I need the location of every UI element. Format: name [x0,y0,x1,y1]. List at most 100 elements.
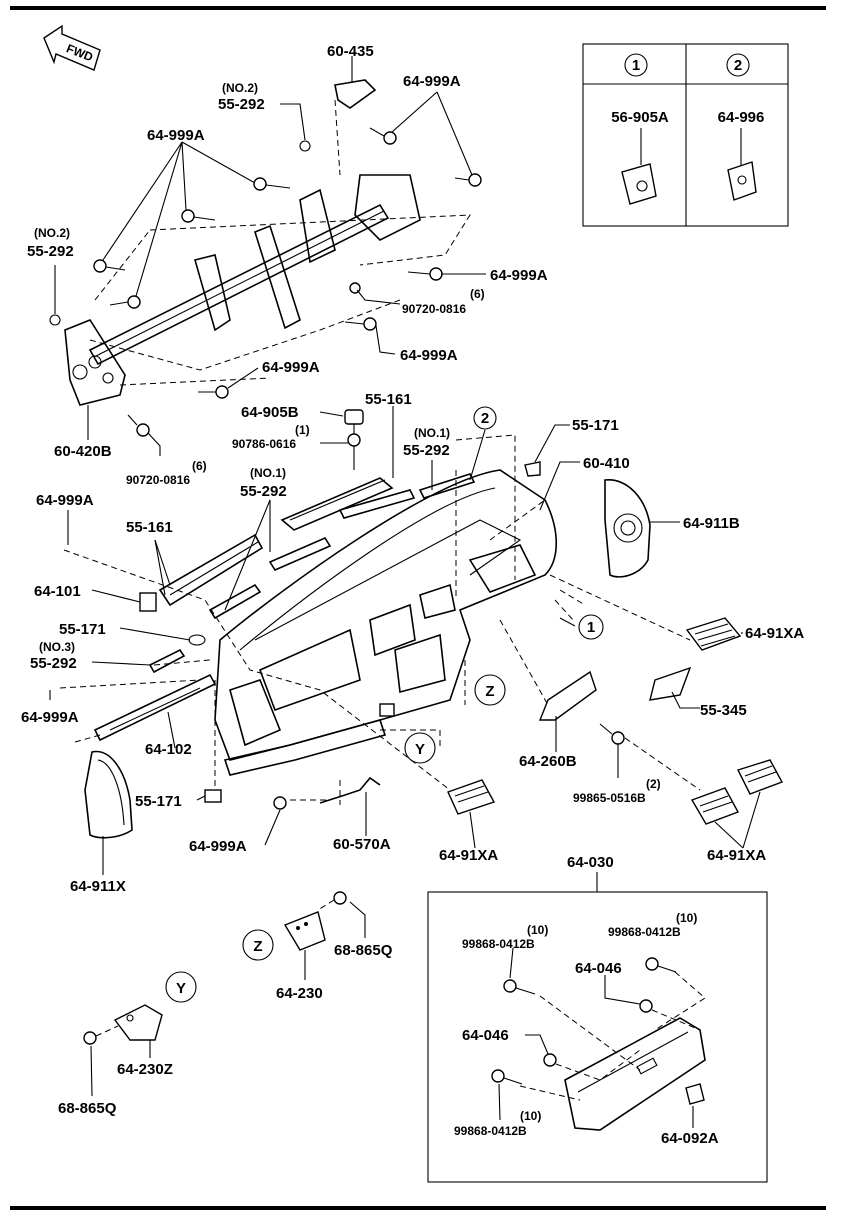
label-qty-1: (1) [295,423,310,437]
legend-key-1: 1 [632,57,640,74]
nut-55-292-top [299,140,311,152]
glovebox-64-030 [564,1017,706,1131]
dashboard-panel-60-410 [214,469,558,776]
label-55-171-b: 55-171 [59,621,106,638]
clip-55-171-top [524,461,541,477]
panel-55-345 [649,666,692,701]
inset-y [83,971,197,1097]
label-68-865q-b: 68-865Q [58,1100,117,1117]
leader-lines-mid [49,406,761,875]
label-99868-0412b-b: 99868-0412B [608,925,681,939]
label-55-292-d: 55-292 [240,483,287,500]
inset-y-label: Y [176,980,186,997]
side-cover-64-911x [84,750,133,839]
label-99868-0412b-c: 99868-0412B [454,1124,527,1138]
label-64-91xa-a: 64-91XA [745,625,804,642]
label-64-999a-l2: 64-999A [36,492,94,509]
defroster-grilles [148,409,541,674]
part-labels: 60-435 (NO.2) 55-292 64-999A 64-999A (NO… [21,43,804,1147]
label-60-410: 60-410 [583,455,630,472]
legend-table: 1 2 56-905A 64-996 [582,43,789,227]
seal-55-171 [188,634,206,646]
vents-64-91xa [447,617,784,825]
label-64-101: 64-101 [34,583,81,600]
label-qty-6-b: (6) [192,459,207,473]
label-64-230z: 64-230Z [117,1061,173,1078]
label-55-292-e: 55-292 [30,655,77,672]
label-64-999a-b: 64-999A [189,838,247,855]
leader-dashes-mid [59,434,701,805]
label-64-046-b: 64-046 [462,1027,509,1044]
label-64-999a-r1: 64-999A [490,267,548,284]
legend-part-1: 56-905A [611,109,669,126]
label-60-570a: 60-570A [333,836,391,853]
label-64-999a-r2: 64-999A [400,347,458,364]
callout-1-circle [578,614,604,640]
label-55-171-c: 55-171 [135,793,182,810]
legend-part-2: 64-996 [718,109,765,126]
label-64-91xa-b: 64-91XA [439,847,498,864]
label-no2-b: (NO.2) [34,226,70,240]
leader-lines-upper [54,56,486,456]
label-99865-0516b: 99865-0516B [573,791,646,805]
callout-z-circle [474,674,506,706]
callout-1: 1 [587,619,595,636]
inset-z-label: Z [253,938,262,955]
label-55-345: 55-345 [700,702,747,719]
nut-55-292-left [49,314,61,326]
clip-56-905a-icon [621,163,657,205]
label-no1-b: (NO.1) [250,466,286,480]
label-qty-10-b: (10) [676,911,697,925]
label-60-420b: 60-420B [54,443,112,460]
label-64-102: 64-102 [145,741,192,758]
label-64-905b: 64-905B [241,404,299,421]
label-qty-10-c: (10) [520,1109,541,1123]
label-64-999a-mid: 64-999A [262,359,320,376]
label-55-292-c: 55-292 [403,442,450,459]
label-qty-2: (2) [646,777,661,791]
label-64-999a-left: 64-999A [147,127,205,144]
label-64-030: 64-030 [567,854,614,871]
label-60-435: 60-435 [327,43,374,60]
side-cover-64-911b [604,479,651,578]
bolts-upper [49,127,482,437]
clip-64-101 [139,592,157,612]
fwd-arrow-icon: FWD [43,24,101,71]
label-64-260b: 64-260B [519,753,577,770]
label-99868-0412b-a: 99868-0412B [462,937,535,951]
label-90720-0816-b: 90720-0816 [126,473,190,487]
label-90786-0616: 90786-0616 [232,437,296,451]
label-64-91xa-c: 64-91XA [707,847,766,864]
callout-2: 2 [481,410,489,427]
label-55-161-a: 55-161 [365,391,412,408]
cover-64-260b [538,670,597,721]
callout-2-circle [473,406,497,430]
stopper-64-092a [685,1083,705,1105]
label-64-999a-l3: 64-999A [21,709,79,726]
label-68-865q-a: 68-865Q [334,942,393,959]
legend-key-2: 2 [734,57,742,74]
callout-y-circle [404,732,436,764]
label-64-230: 64-230 [276,985,323,1002]
label-55-292-a: 55-292 [218,96,265,113]
label-55-171-a: 55-171 [572,417,619,434]
glovebox-inset [427,872,768,1183]
callout-z: Z [485,683,494,700]
bracket-64-102 [93,592,217,742]
label-64-046-a: 64-046 [575,960,622,977]
clip-55-171-bottom [204,789,222,803]
wire-60-570a [319,776,381,804]
label-no3: (NO.3) [39,640,75,654]
label-64-999a-top: 64-999A [403,73,461,90]
label-55-161-b: 55-161 [126,519,173,536]
label-no2-a: (NO.2) [222,81,258,95]
legend-key-1-circle [624,53,648,77]
label-no1-a: (NO.1) [414,426,450,440]
label-qty-10-a: (10) [527,923,548,937]
clip-64-996-icon [727,161,757,201]
inset-z [242,891,366,980]
steering-member-frame [64,79,471,406]
bracket-60-435 [334,79,377,109]
